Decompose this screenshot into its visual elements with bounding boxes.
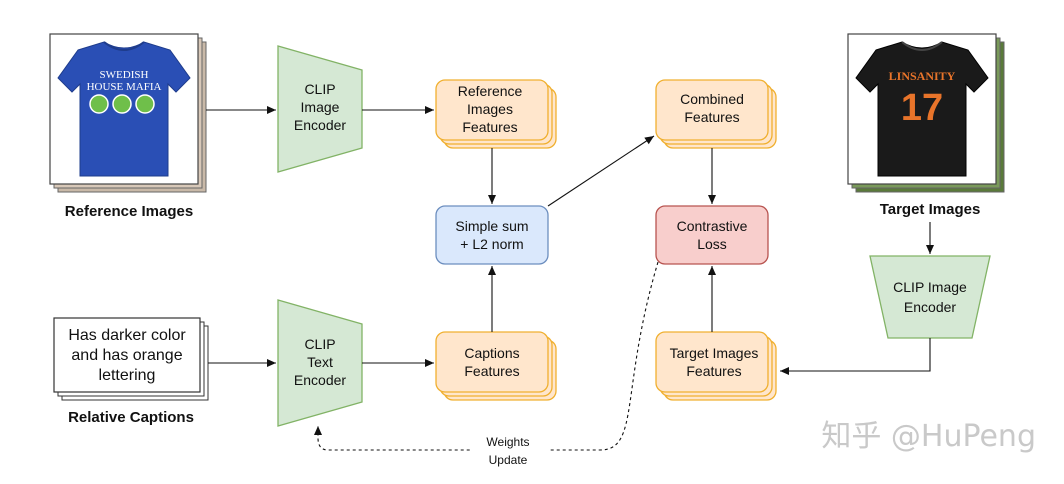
clip-text-encoder-line2: Text	[307, 354, 333, 370]
arrow-encoder-to-tgtfeat	[780, 338, 931, 375]
clip-text-encoder-line1: CLIP	[304, 336, 335, 352]
target-shirt-text-line2: 17	[901, 87, 943, 129]
clip-image-encoder-right	[869, 255, 991, 339]
clip-image-encoder-left-line2: Image	[301, 99, 340, 115]
arrow-weights-update	[314, 261, 659, 451]
target-features-line1: Target Images	[670, 345, 759, 361]
ref-shirt-text-line1: SWEDISH	[100, 69, 149, 81]
relative-captions-label: Relative Captions	[68, 409, 194, 426]
clip-image-encoder-left	[277, 45, 363, 173]
captions-features-box	[435, 331, 557, 401]
captions-features-line1: Captions	[464, 345, 519, 361]
watermark: 知乎 @HuPeng	[821, 419, 1036, 454]
black-tshirt-image: LINSANITY 17	[855, 41, 989, 177]
clip-text-encoder-line3: Encoder	[294, 372, 346, 388]
combined-features-line1: Combined	[680, 91, 744, 107]
combined-features-box	[655, 79, 777, 149]
reference-image-stack: SWEDISH HOUSE MAFIA	[49, 33, 207, 193]
combined-features-line2: Features	[684, 109, 739, 125]
reference-images-label: Reference Images	[65, 203, 193, 220]
target-images-label: Target Images	[880, 201, 981, 218]
clip-image-encoder-right-line2: Encoder	[904, 299, 956, 315]
target-features-box	[655, 331, 777, 401]
reference-features-line1: Reference	[458, 83, 523, 99]
reference-features-box	[435, 79, 557, 149]
arrow-sum-to-combined	[547, 135, 655, 207]
caption-stack	[53, 317, 209, 401]
sum-norm-line2: + L2 norm	[460, 236, 523, 252]
weights-update-backing	[470, 432, 550, 468]
clip-image-encoder-right-line1: CLIP Image	[893, 279, 967, 295]
caption-line-2: and has orange	[71, 347, 182, 364]
ref-shirt-text-line2: HOUSE MAFIA	[87, 81, 162, 93]
sum-norm-line1: Simple sum	[455, 218, 528, 234]
target-image-stack: LINSANITY 17	[847, 33, 1005, 193]
captions-features-line2: Features	[464, 363, 519, 379]
weights-update-line1: Weights	[486, 435, 529, 449]
reference-features-line3: Features	[462, 119, 517, 135]
contrastive-loss-line1: Contrastive	[677, 218, 748, 234]
contrastive-loss-box	[655, 205, 769, 265]
clip-text-encoder	[277, 299, 363, 427]
clip-image-encoder-left-line1: CLIP	[304, 81, 335, 97]
caption-line-1: Has darker color	[68, 327, 186, 344]
blue-tshirt-image: SWEDISH HOUSE MAFIA	[57, 41, 191, 177]
contrastive-loss-line2: Loss	[697, 236, 727, 252]
clip-image-encoder-left-line3: Encoder	[294, 117, 346, 133]
weights-update-line2: Update	[489, 453, 528, 467]
reference-features-line2: Images	[467, 101, 513, 117]
target-shirt-text-line1: LINSANITY	[889, 69, 956, 83]
sum-norm-box	[435, 205, 549, 265]
caption-line-3: lettering	[99, 367, 156, 384]
target-features-line2: Features	[686, 363, 741, 379]
